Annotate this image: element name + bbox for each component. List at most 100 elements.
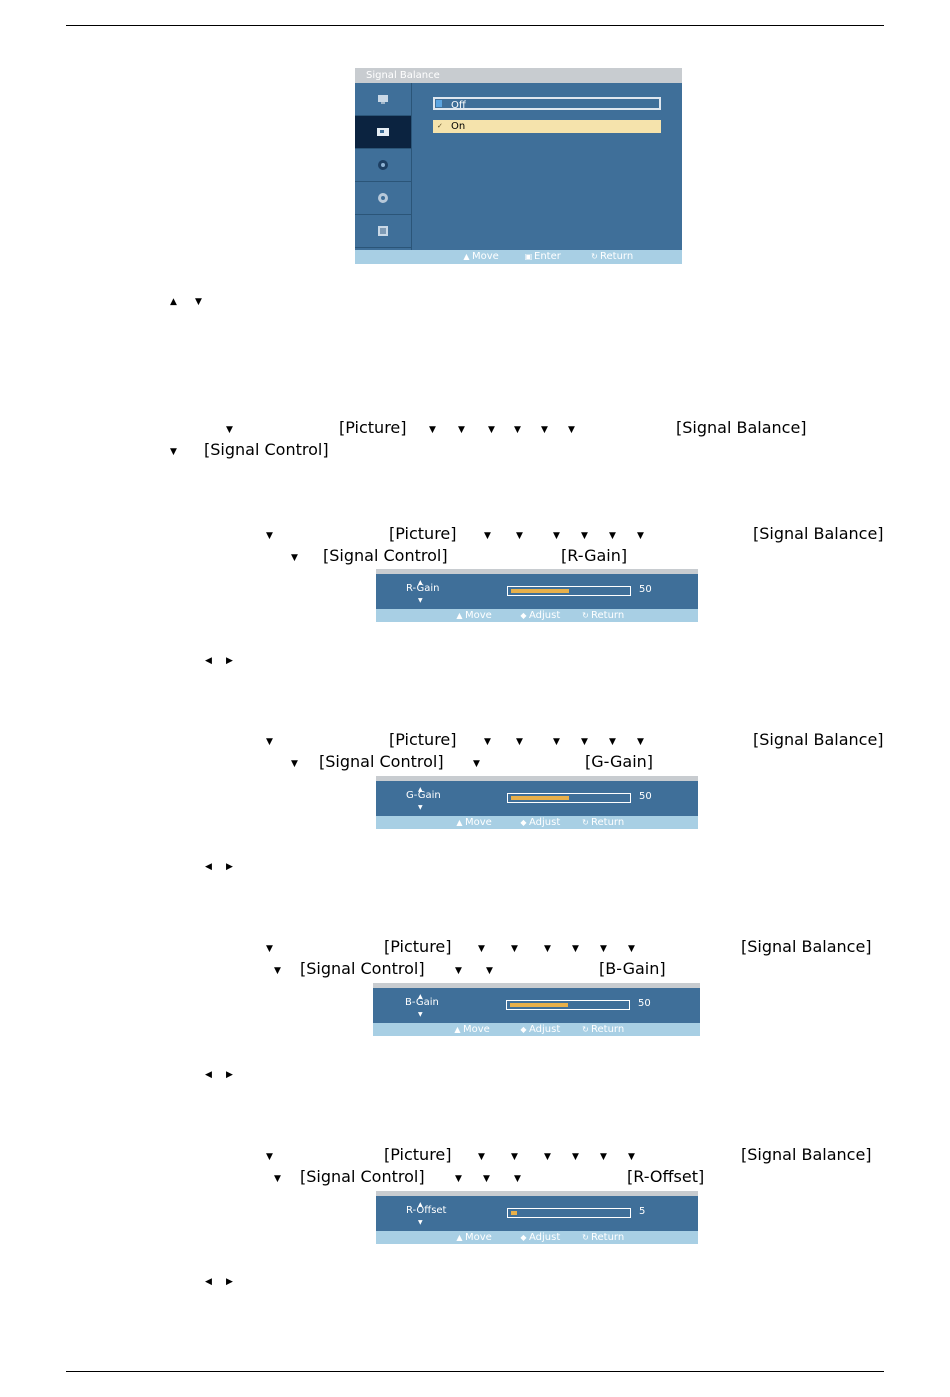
signal-balance-ref: [Signal Balance] (753, 524, 884, 543)
bar-footer: ▲Move ◆Adjust ↻Return (376, 1231, 698, 1244)
bar-top-strip (376, 1191, 698, 1196)
up-icon: ▲ (418, 786, 423, 793)
r-offset-label: R-Offset (406, 1205, 447, 1216)
down-arrow-icon: ▼ (544, 1152, 551, 1162)
right-arrow-icon: ▶ (226, 656, 233, 666)
menu-divider (411, 83, 412, 250)
up-down-icon: ▲ (456, 1233, 463, 1242)
bottom-rule (66, 1371, 884, 1372)
right-arrow-icon: ▶ (226, 1277, 233, 1287)
sidebar-item-picture-tube[interactable] (355, 83, 411, 116)
down-icon: ▼ (418, 1011, 423, 1018)
option-off-label: Off (451, 100, 466, 111)
down-icon: ▼ (418, 597, 423, 604)
option-on[interactable]: ✓ On (433, 120, 661, 133)
left-arrow-icon: ◀ (205, 862, 212, 872)
down-arrow-icon: ▼ (478, 944, 485, 954)
footer-return: ↻Return (580, 609, 624, 622)
r-offset-value: 5 (639, 1206, 646, 1217)
down-arrow-icon: ▼ (541, 425, 548, 435)
down-arrow-icon: ▼ (486, 966, 493, 976)
signal-balance-menu: Signal Balance Off ✓ On ▲Move ▣Enter ↻Re… (355, 68, 682, 264)
footer-adjust: ◆Adjust (518, 1231, 560, 1244)
down-arrow-icon: ▼ (226, 425, 233, 435)
sidebar-item-multi-control[interactable] (355, 215, 411, 248)
option-on-label: On (451, 121, 466, 132)
r-offset-slider[interactable] (507, 1208, 631, 1218)
down-arrow-icon: ▼ (478, 1152, 485, 1162)
down-arrow-icon: ▼ (458, 425, 465, 435)
b-gain-bar: ▲ B-Gain ▼ 50 ▲Move ◆Adjust ↻Return (373, 983, 700, 1036)
sidebar-item-sound[interactable] (355, 149, 411, 182)
signal-control-ref: [Signal Control] (204, 440, 329, 459)
b-gain-value: 50 (638, 998, 651, 1009)
down-arrow-icon: ▼ (609, 531, 616, 541)
down-arrow-icon: ▼ (488, 425, 495, 435)
left-arrow-icon: ◀ (205, 1070, 212, 1080)
cursor-marker-icon (436, 100, 442, 107)
bar-top-strip (376, 776, 698, 781)
check-icon: ✓ (437, 122, 443, 130)
down-arrow-icon: ▼ (572, 1152, 579, 1162)
signal-balance-ref: [Signal Balance] (741, 1145, 872, 1164)
picture-menu-ref: [Picture] (384, 1145, 452, 1164)
footer-return-label: Return (591, 610, 625, 621)
down-arrow-icon: ▼ (195, 297, 202, 307)
down-arrow-icon: ▼ (266, 944, 273, 954)
return-icon: ↻ (582, 611, 589, 620)
footer-move-label: Move (465, 1232, 492, 1243)
down-arrow-icon: ▼ (553, 531, 560, 541)
g-gain-fill (511, 796, 569, 800)
signal-control-ref: [Signal Control] (319, 752, 444, 771)
b-gain-slider[interactable] (506, 1000, 630, 1010)
down-arrow-icon: ▼ (572, 944, 579, 954)
bar-footer: ▲Move ◆Adjust ↻Return (376, 609, 698, 622)
up-down-icon: ▲ (463, 252, 470, 261)
footer-adjust: ◆Adjust (518, 816, 560, 829)
b-gain-ref: [B-Gain] (599, 959, 666, 978)
footer-move-label: Move (465, 817, 492, 828)
footer-enter-label: Enter (534, 251, 561, 262)
down-arrow-icon: ▼ (483, 1174, 490, 1184)
right-arrow-icon: ▶ (226, 1070, 233, 1080)
down-arrow-icon: ▼ (600, 944, 607, 954)
down-arrow-icon: ▼ (455, 1174, 462, 1184)
up-down-icon: ▲ (456, 611, 463, 620)
down-arrow-icon: ▼ (568, 425, 575, 435)
footer-move: ▲Move (452, 1023, 489, 1036)
down-arrow-icon: ▼ (291, 553, 298, 563)
footer-return-label: Return (591, 1024, 625, 1035)
up-icon: ▲ (418, 1201, 423, 1208)
b-gain-label: B-Gain (405, 997, 439, 1008)
down-arrow-icon: ▼ (581, 531, 588, 541)
footer-enter: ▣Enter (523, 250, 561, 264)
sidebar-item-setup[interactable] (355, 182, 411, 215)
signal-control-ref: [Signal Control] (300, 1167, 425, 1186)
menu-title: Signal Balance (355, 68, 682, 83)
footer-adjust-label: Adjust (529, 817, 561, 828)
picture-menu-ref: [Picture] (389, 730, 457, 749)
top-rule (66, 25, 884, 26)
setup-icon (378, 193, 388, 203)
footer-adjust: ◆Adjust (518, 1023, 560, 1036)
left-right-icon: ◆ (520, 818, 527, 827)
bar-footer: ▲Move ◆Adjust ↻Return (373, 1023, 700, 1036)
g-gain-label: G-Gain (406, 790, 441, 801)
g-gain-slider[interactable] (507, 793, 631, 803)
down-arrow-icon: ▼ (516, 737, 523, 747)
up-arrow-icon: ▲ (170, 297, 177, 307)
footer-adjust: ◆Adjust (518, 609, 560, 622)
option-off[interactable]: Off (433, 97, 661, 111)
footer-move: ▲Move (454, 1231, 492, 1244)
signal-control-ref: [Signal Control] (300, 959, 425, 978)
footer-return: ↻Return (580, 816, 624, 829)
footer-move-label: Move (472, 251, 499, 262)
r-gain-slider[interactable] (507, 586, 631, 596)
down-arrow-icon: ▼ (637, 737, 644, 747)
sidebar-item-picture[interactable] (355, 116, 411, 149)
down-arrow-icon: ▼ (544, 944, 551, 954)
return-icon: ↻ (582, 1025, 589, 1034)
down-arrow-icon: ▼ (600, 1152, 607, 1162)
r-gain-label: R-Gain (406, 583, 440, 594)
footer-move: ▲Move (454, 816, 492, 829)
